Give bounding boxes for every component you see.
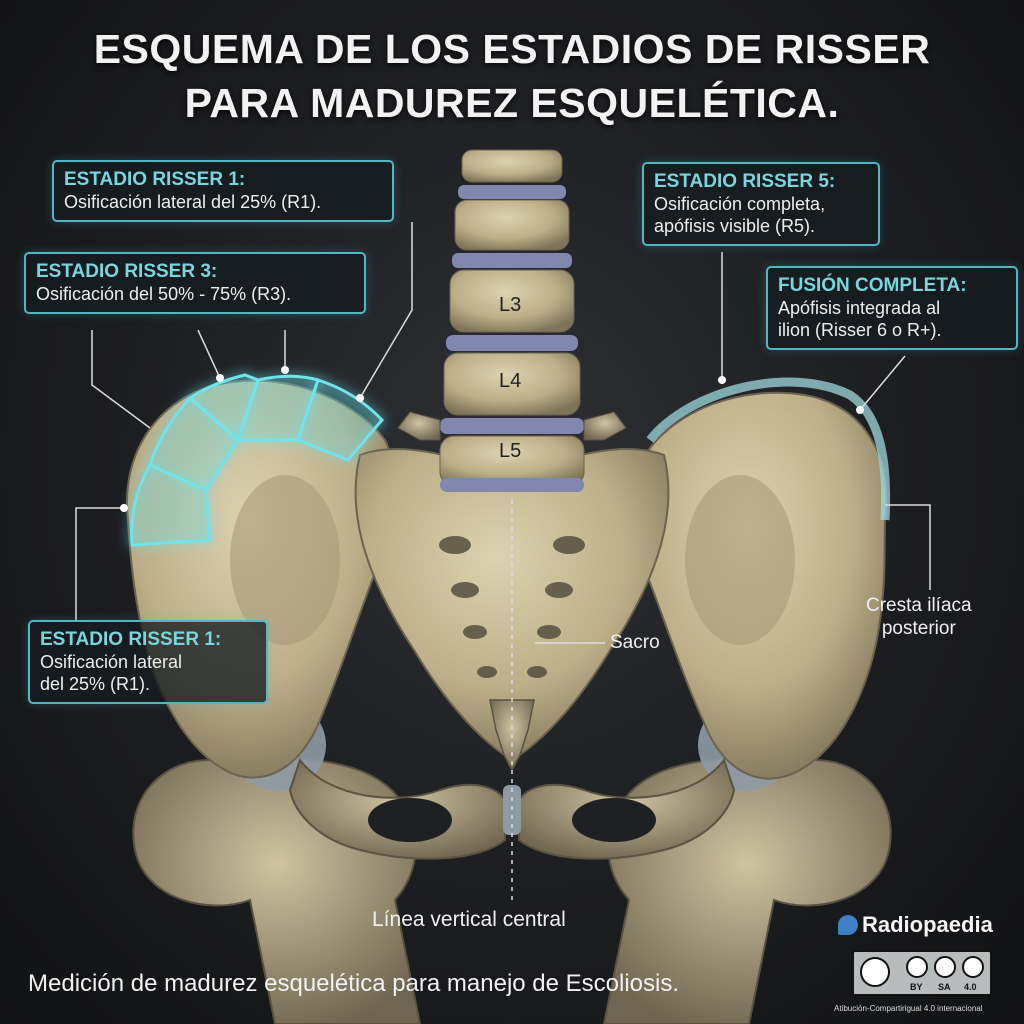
title-line-1: ESQUEMA DE LOS ESTADIOS DE RISSER (93, 26, 931, 72)
callout-text-line-1: Osificación completa, (654, 194, 826, 214)
by-icon (906, 956, 928, 978)
brand-name: Radiopaedia (862, 912, 993, 937)
page-title: ESQUEMA DE LOS ESTADIOS DE RISSER PARA M… (0, 22, 1024, 130)
cc-tag-sa: SA (938, 982, 951, 992)
cresta-line-1: Cresta ilíaca (866, 595, 972, 616)
callout-risser-1-bottom: ESTADIO RISSER 1: Osificación lateral de… (28, 620, 268, 704)
left-obturator (368, 798, 452, 842)
callout-heading: FUSIÓN COMPLETA: (778, 275, 967, 296)
callout-heading: ESTADIO RISSER 5: (654, 171, 836, 192)
footer-caption: Medición de madurez esquelética para man… (28, 970, 680, 997)
license-text: Atibución-Compartirigual 4.0 internacion… (834, 1004, 983, 1013)
callout-text-line-2: apófisis visible (R5). (654, 216, 816, 236)
right-apophysis (646, 377, 891, 521)
vertebra-label-l4: L4 (499, 370, 522, 392)
cresta-line-2: posterior (881, 618, 956, 639)
callout-text-line-2: del 25% (R1). (40, 674, 151, 694)
left-iliac-fossa (230, 475, 340, 645)
callout-heading: ESTADIO RISSER 1: (40, 629, 222, 650)
callout-fusion: FUSIÓN COMPLETA: Apófisis integrada al i… (766, 266, 1018, 350)
callout-risser-1-top: ESTADIO RISSER 1: Osificación lateral de… (52, 160, 394, 222)
callout-dots (120, 366, 864, 512)
callout-risser-3: ESTADIO RISSER 3: Osificación del 50% - … (24, 252, 366, 314)
right-iliac-fossa (685, 475, 795, 645)
cc-license-badge: BY SA 4.0 (852, 950, 992, 996)
label-sacro: Sacro (610, 632, 660, 653)
title-line-2: PARA MADUREZ ESQUELÉTICA. (184, 80, 840, 126)
radiopaedia-logo: Radiopaedia (838, 912, 993, 938)
callout-text-line-2: ilion (Risser 6 o R+). (778, 320, 942, 340)
cresta-leader (885, 504, 931, 590)
vertebra-label-l3: L3 (499, 294, 522, 316)
left-apophysis-segments (130, 373, 385, 547)
callout-text-line-1: Osificación lateral (40, 652, 183, 672)
cc-icon (860, 957, 890, 987)
callout-risser-5: ESTADIO RISSER 5: Osificación completa, … (642, 162, 880, 246)
callout-text: Osificación lateral del 25% (R1). (64, 192, 322, 212)
cc-tag-by: BY (910, 982, 923, 992)
callout-text: Osificación del 50% - 75% (R3). (36, 284, 292, 304)
radiopaedia-icon (838, 915, 858, 935)
sacral-foramina (439, 536, 585, 678)
lumbar-spine (397, 149, 627, 492)
cc-tag-version: 4.0 (964, 982, 977, 992)
label-linea-central: Línea vertical central (372, 908, 566, 931)
callout-heading: ESTADIO RISSER 1: (64, 169, 246, 190)
sa-icon (934, 956, 956, 978)
right-obturator (572, 798, 656, 842)
callout-leaders (75, 222, 906, 620)
callout-heading: ESTADIO RISSER 3: (36, 261, 218, 282)
callout-text-line-1: Apófisis integrada al (778, 298, 941, 318)
label-cresta-iliaca: Cresta ilíaca posterior (866, 594, 972, 640)
vertebra-label-l5: L5 (499, 440, 522, 462)
version-icon (962, 956, 984, 978)
